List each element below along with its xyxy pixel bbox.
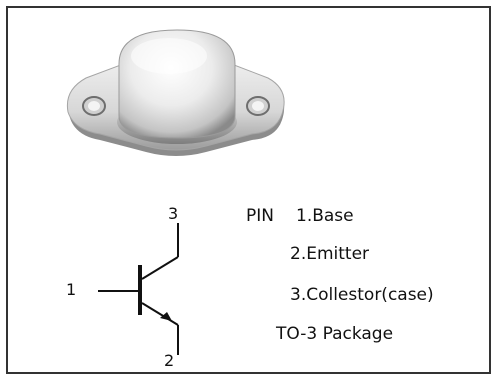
diagram-frame: 1 2 3 PIN 1.Base 2.Emitter 3.Collestor(c…: [6, 6, 491, 374]
pin3-description: 3.Collestor(case): [290, 285, 434, 305]
npn-transistor-symbol: [98, 223, 179, 355]
emitter-arrow-icon: [160, 312, 172, 321]
base-pin-number: 1: [66, 280, 77, 299]
pin-header-label: PIN: [246, 206, 274, 226]
to3-package-image: [66, 29, 285, 156]
collector-pin-number: 3: [168, 204, 179, 223]
pin2-description: 2.Emitter: [290, 244, 370, 264]
emitter-lead: [141, 302, 179, 326]
package-label: TO-3 Package: [276, 324, 394, 344]
pin1-description: 1.Base: [296, 206, 354, 226]
collector-lead: [141, 256, 179, 280]
emitter-pin-number: 2: [164, 351, 175, 370]
